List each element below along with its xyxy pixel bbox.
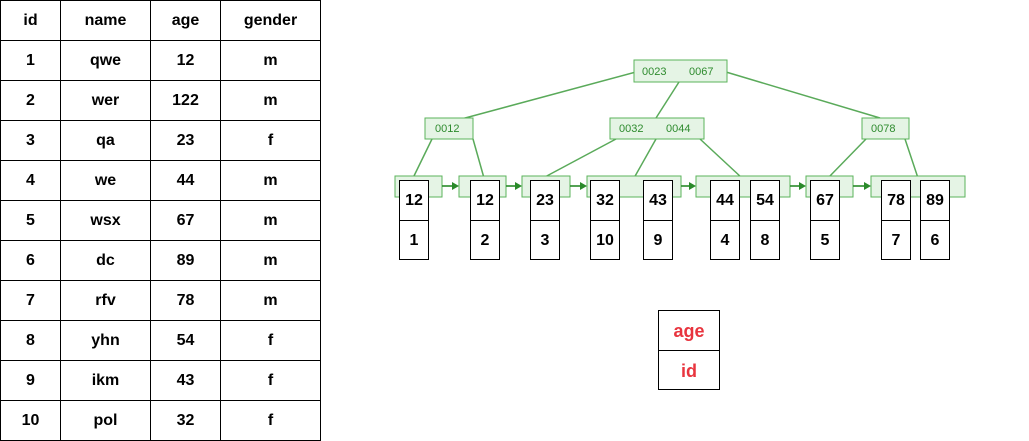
cell-id: 4 [0,160,61,201]
cell-age: 44 [150,160,221,201]
edge-root-middle [655,81,680,119]
entry-id: 6 [930,232,940,249]
leaf-entry: 44 4 [710,180,740,260]
entry-key: 44 [711,181,739,221]
cell-id: 6 [0,240,61,281]
entry-key: 32 [591,181,619,221]
root-key-1: 0023 [642,66,666,78]
cell-gender: m [220,40,321,81]
table-header-row: id name age gender [0,0,321,41]
entry-key: 12 [471,181,499,221]
leaf-entry: 89 6 [920,180,950,260]
entry-id: 5 [820,232,830,249]
cell-gender: f [220,120,321,161]
root-node: 0023 0067 [633,59,728,83]
leaf-entry: 43 9 [643,180,673,260]
cell-name: ikm [60,360,151,401]
legend-value-label: id [681,361,697,381]
cell-gender: m [220,240,321,281]
cell-name: qwe [60,40,151,81]
entry-id: 7 [891,232,901,249]
root-key-2: 0067 [689,66,713,78]
inner-node-middle: 0032 0044 [609,117,705,140]
edge-0012-leaf1 [412,138,433,179]
entry-id: 4 [720,232,730,249]
leaf-sibling-links [442,182,871,190]
entry-id: 10 [596,232,614,249]
leaf-entry: 23 3 [530,180,560,260]
cell-id: 7 [0,280,61,321]
edge-0078-leaf7 [904,138,919,179]
cell-age: 23 [150,120,221,161]
edge-0032-leaf3 [542,138,617,179]
cell-name: wsx [60,200,151,241]
inner-node-left: 0012 [424,117,474,140]
entry-id: 8 [760,232,770,249]
entry-key: 54 [751,181,779,221]
inner-right-key-1: 0078 [871,123,895,135]
edge-0032-leaf4 [633,138,657,179]
edge-root-right [725,71,881,119]
leaf-entry: 78 7 [881,180,911,260]
cell-gender: f [220,360,321,401]
edge-0078-leaf6 [827,138,867,179]
entry-id: 2 [480,232,490,249]
cell-age: 54 [150,320,221,361]
edge-0012-leaf2 [472,138,485,179]
entry-id: 3 [540,232,550,249]
leaf-entry: 67 5 [810,180,840,260]
entry-key: 89 [921,181,949,221]
cell-gender: f [220,400,321,441]
entry-key: 78 [882,181,910,221]
entry-key: 23 [531,181,559,221]
inner-left-key-1: 0012 [435,123,459,135]
inner-node-right: 0078 [861,117,910,140]
cell-gender: m [220,200,321,241]
legend-box: age id [658,310,720,390]
entry-key: 43 [644,181,672,221]
header-gender: gender [220,0,321,41]
cell-name: dc [60,240,151,281]
cell-name: pol [60,400,151,441]
cell-age: 67 [150,200,221,241]
entry-key: 12 [400,181,428,221]
leaf-entry: 12 2 [470,180,500,260]
header-name: name [60,0,151,41]
edge-0044-leaf5 [699,138,743,179]
entry-id: 1 [409,232,419,249]
leaf-entry: 12 1 [399,180,429,260]
entry-key: 67 [811,181,839,221]
entry-id: 9 [653,232,663,249]
leaf-entry: 32 10 [590,180,620,260]
cell-id: 9 [0,360,61,401]
cell-name: rfv [60,280,151,321]
inner-middle-key-2: 0044 [666,123,690,135]
cell-age: 122 [150,80,221,121]
leaf-entry: 54 8 [750,180,780,260]
cell-age: 12 [150,40,221,81]
header-id: id [0,0,61,41]
legend-key-label: age [659,311,719,351]
cell-id: 5 [0,200,61,241]
inner-middle-key-1: 0032 [619,123,643,135]
cell-age: 32 [150,400,221,441]
cell-age: 78 [150,280,221,321]
